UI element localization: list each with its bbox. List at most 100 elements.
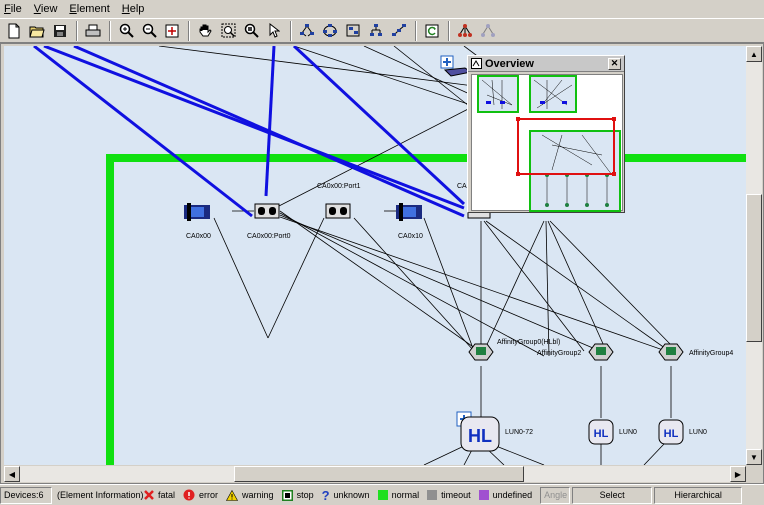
- stop-icon: [281, 489, 293, 501]
- node-label-ca0x00-port0: CA0x00:Port0: [247, 233, 291, 240]
- print-button[interactable]: [82, 20, 104, 42]
- refresh-button[interactable]: [421, 20, 443, 42]
- warning-icon: [226, 489, 239, 501]
- save-button[interactable]: [49, 20, 71, 42]
- print-icon: [85, 24, 101, 36]
- layout-ring-button[interactable]: [319, 20, 341, 42]
- scroll-up-button[interactable]: ▲: [746, 46, 762, 62]
- layout-free-icon: [392, 24, 406, 36]
- normal-swatch: [377, 490, 388, 500]
- scroll-right-button[interactable]: ▶: [730, 466, 746, 482]
- zoom-out-button[interactable]: [138, 20, 160, 42]
- zoom-area-button[interactable]: [217, 20, 239, 42]
- vertical-scrollbar[interactable]: ▲ ▼: [746, 46, 762, 465]
- zoom-select-button[interactable]: [240, 20, 262, 42]
- legend-label: fatal: [158, 490, 176, 500]
- layout-mode[interactable]: Hierarchical: [654, 486, 743, 504]
- affinity-group-icon[interactable]: [468, 343, 494, 361]
- pointer-button[interactable]: [263, 20, 285, 42]
- tree-gray-icon: [481, 24, 495, 37]
- overview-titlebar[interactable]: Overview ✕: [468, 56, 624, 72]
- lun-node-icon[interactable]: HL: [658, 419, 684, 445]
- node-label-lun0: LUN0: [619, 429, 637, 436]
- overview-minimap: [477, 75, 621, 212]
- tree-red-icon: [458, 24, 472, 37]
- undefined-swatch: [478, 490, 489, 500]
- zoom-area-icon: [221, 23, 235, 38]
- horizontal-scrollbar[interactable]: ◀ ▶: [4, 466, 746, 482]
- lun-node-icon[interactable]: HL: [456, 411, 500, 452]
- layout-hier-button[interactable]: [365, 20, 387, 42]
- legend-label: normal: [391, 490, 420, 500]
- overview-viewport-rect[interactable]: [517, 118, 615, 175]
- fit-button[interactable]: [161, 20, 183, 42]
- horizontal-scroll-thumb[interactable]: [234, 466, 524, 482]
- node-label-ca0x00-port1: CA0x00:Port1: [317, 183, 361, 190]
- overview-map[interactable]: [471, 74, 623, 212]
- menu-element[interactable]: Element: [69, 3, 110, 15]
- menu-help[interactable]: Help: [121, 3, 145, 15]
- layout-grid-icon: [346, 24, 360, 37]
- layout-tree-icon: [300, 24, 314, 37]
- legend-undefined: undefined: [478, 490, 533, 500]
- affinity-group-icon[interactable]: [658, 343, 684, 361]
- menu-file[interactable]: File: [4, 3, 22, 15]
- zoom-in-button[interactable]: [115, 20, 137, 42]
- storage-device-icon[interactable]: [440, 55, 473, 77]
- zoom-out-icon: [142, 23, 157, 38]
- open-button[interactable]: [26, 20, 48, 42]
- pointer-icon: [269, 23, 280, 38]
- layout-grid-button[interactable]: [342, 20, 364, 42]
- legend-label: undefined: [492, 490, 533, 500]
- angle-mode[interactable]: Angle: [540, 486, 571, 504]
- device-count: Devices:6: [0, 486, 52, 504]
- legend-label: error: [199, 490, 219, 500]
- hand-button[interactable]: [194, 20, 216, 42]
- toolbar-separator: [188, 20, 190, 41]
- node-label-affinity-group4: AffinityGroup4: [689, 350, 734, 357]
- ca-node-icon[interactable]: [184, 203, 210, 221]
- fatal-icon: [144, 490, 154, 500]
- layout-tree-button[interactable]: [296, 20, 318, 42]
- timeout-swatch: [427, 490, 438, 500]
- node-label-lun0-72: LUN0-72: [505, 429, 534, 436]
- overview-window[interactable]: Overview ✕: [467, 55, 625, 213]
- new-button[interactable]: [3, 20, 25, 42]
- overview-title: Overview: [485, 57, 534, 70]
- toolbar-separator: [415, 20, 417, 41]
- select-mode[interactable]: Select: [572, 486, 653, 504]
- overview-close-button[interactable]: ✕: [608, 57, 621, 70]
- menu-view[interactable]: View: [33, 3, 58, 15]
- scroll-left-button[interactable]: ◀: [4, 466, 20, 482]
- zoom-select-icon: [244, 23, 259, 38]
- menubar: File View Element Help: [0, 0, 764, 18]
- port-node-icon[interactable]: [254, 203, 280, 219]
- affinity-group-icon[interactable]: [588, 343, 614, 361]
- toolbar-separator: [76, 20, 78, 41]
- open-icon: [29, 26, 45, 37]
- topology-view: HL HL HL CA0x00: [0, 43, 764, 484]
- tree-red-button[interactable]: [454, 20, 476, 42]
- legend-normal: normal: [377, 490, 420, 500]
- layout-free-button[interactable]: [388, 20, 410, 42]
- lun-node-icon[interactable]: HL: [588, 419, 614, 445]
- node-label-ca0x00: CA0x00: [186, 233, 211, 240]
- toolbar-separator: [109, 20, 111, 41]
- tree-gray-button[interactable]: [477, 20, 499, 42]
- topology-canvas[interactable]: HL HL HL CA0x00: [4, 46, 746, 465]
- legend-label: stop: [296, 490, 314, 500]
- ca-node-icon[interactable]: [396, 203, 422, 221]
- fit-icon: [165, 24, 179, 37]
- vertical-scroll-thumb[interactable]: [746, 194, 762, 342]
- svg-text:HL: HL: [594, 428, 609, 440]
- legend-label: unknown: [333, 490, 370, 500]
- toolbar-separator: [448, 20, 450, 41]
- legend-warning: warning: [226, 489, 274, 501]
- layout-hier-icon: [370, 24, 382, 36]
- scroll-down-button[interactable]: ▼: [746, 449, 762, 465]
- error-icon: [183, 489, 195, 501]
- port-node-icon[interactable]: [325, 203, 351, 219]
- new-icon: [8, 23, 20, 38]
- toolbar-separator: [290, 20, 292, 41]
